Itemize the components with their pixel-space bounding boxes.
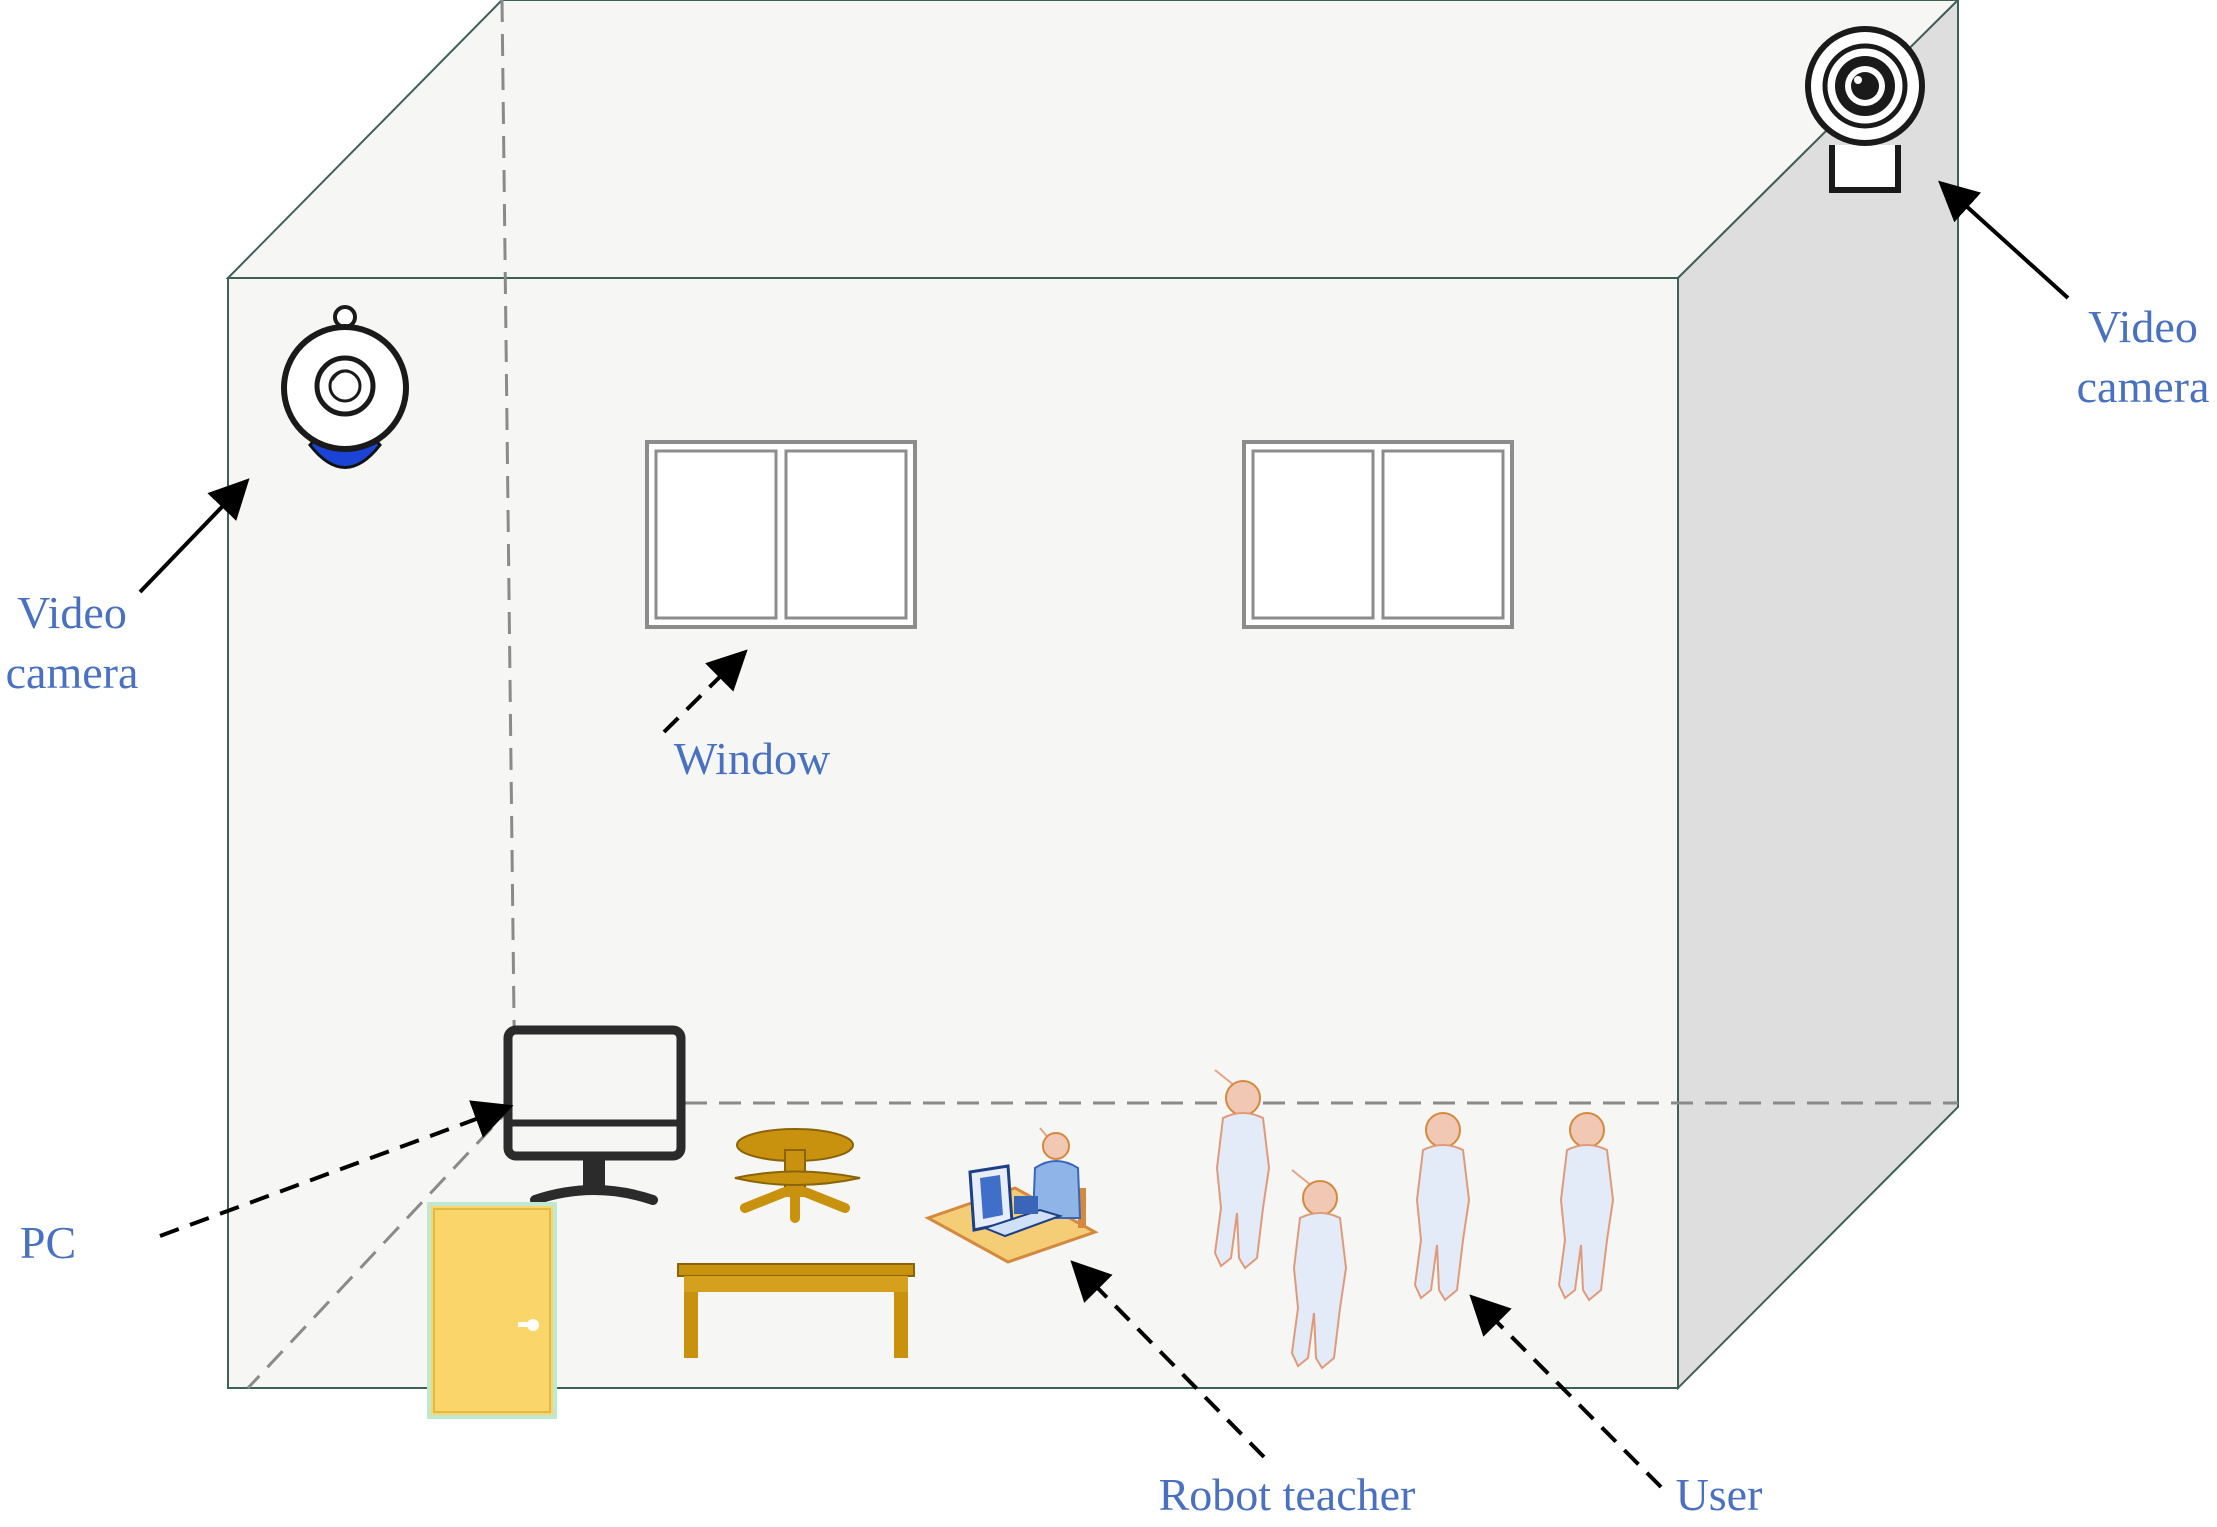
user-figure-icon [1213,1069,1271,1270]
pc [503,1025,686,1205]
arrow-camera-left [138,478,250,594]
robot-teacher-icon [924,1127,1099,1264]
arrows [138,180,2070,1489]
camera-left-label-line1: Video [17,587,127,638]
camera-right-label-line1: Video [2088,301,2198,352]
window-left [645,440,917,629]
arrow-user [1469,1294,1663,1489]
robot-teacher-label: Robot teacher [1159,1469,1416,1520]
video-camera-icon [281,305,409,469]
video-camera-left [281,305,409,469]
table-icon [677,1263,915,1358]
window-icon [645,440,917,629]
users [1213,1069,1615,1370]
hidden-edge-floor-left [246,1101,517,1390]
arrow-robot-teacher [1070,1260,1266,1459]
arrow-camera-right [1938,180,2070,300]
arrow-pc [159,1100,514,1238]
stool [734,1128,861,1223]
video-camera-right [1805,26,1925,193]
door-icon [427,1202,557,1419]
stool-icon [734,1128,861,1223]
user-label: User [1676,1469,1763,1520]
camera-left-label-line2: camera [6,647,139,698]
door [427,1202,557,1419]
video-camera-icon [1805,26,1925,193]
room-box [225,0,1960,1391]
window-label: Window [674,733,831,784]
arrow-window [662,649,748,734]
robot-teacher [924,1127,1099,1264]
window-right [1242,440,1514,629]
user-figure-icon [1557,1112,1615,1302]
pc-monitor-icon [503,1025,686,1205]
pc-label: PC [20,1217,76,1268]
hidden-edge-vertical [500,0,517,1104]
table [677,1263,915,1358]
window-icon [1242,440,1514,629]
labels: Video camera Video camera Window PC Robo… [6,301,2210,1520]
camera-right-label-line2: camera [2077,361,2210,412]
user-figure-icon [1413,1112,1471,1302]
user-figure-icon [1290,1169,1348,1370]
room-ceiling [225,0,1960,279]
